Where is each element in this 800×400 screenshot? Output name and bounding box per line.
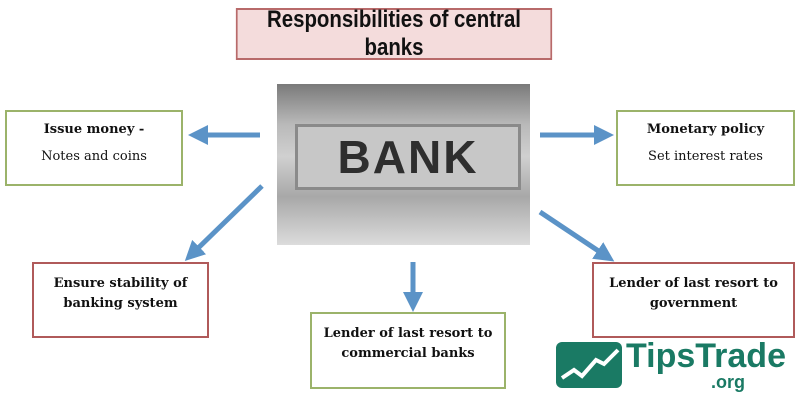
node-line: Ensure stability of: [53, 276, 188, 291]
node-line: Lender of last resort to: [609, 276, 778, 291]
node-lender-government: Lender of last resort to government: [592, 262, 795, 338]
bank-sign: BANK: [295, 124, 521, 190]
node-line: commercial banks: [341, 346, 475, 361]
node-stability: Ensure stability of banking system: [32, 262, 209, 338]
node-line: government: [649, 296, 738, 311]
bank-building-photo: BANK: [277, 84, 530, 245]
node-lender-commercial: Lender of last resort to commercial bank…: [310, 312, 506, 389]
node-subtitle: Set interest rates: [648, 149, 763, 164]
node-title: Monetary policy: [646, 122, 765, 137]
node-issue-money: Issue money - Notes and coins: [5, 110, 183, 186]
arrow-to-lender-government: [538, 209, 615, 262]
arrow-to-stability: [184, 184, 264, 261]
logo-suffix: .org: [711, 372, 745, 392]
logo-name: TipsTrade: [626, 337, 786, 375]
diagram-title: Responsibilities of central banks: [235, 6, 553, 61]
chart-trend-icon: [556, 342, 622, 388]
node-subtitle: Notes and coins: [41, 149, 147, 164]
node-line: Lender of last resort to: [323, 326, 493, 341]
node-title: Issue money -: [43, 122, 145, 137]
node-line: banking system: [63, 296, 178, 311]
node-monetary-policy: Monetary policy Set interest rates: [616, 110, 795, 186]
tipstrade-logo: TipsTrade .org: [556, 339, 786, 392]
